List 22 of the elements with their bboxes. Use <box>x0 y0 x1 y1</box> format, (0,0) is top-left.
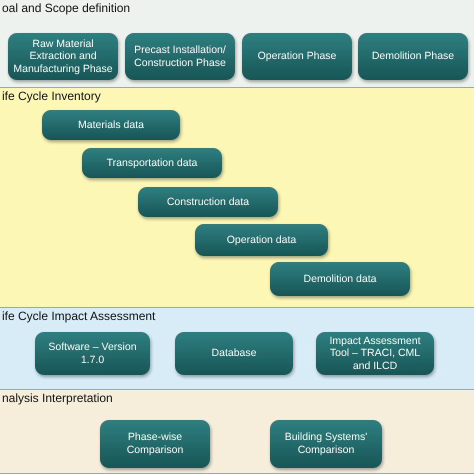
process-box: Operation Phase <box>242 33 352 80</box>
section-band <box>0 88 474 308</box>
process-box: Phase-wise Comparison <box>100 420 210 468</box>
section-band <box>0 308 474 390</box>
section-heading: ife Cycle Impact Assessment <box>2 309 156 323</box>
process-box: Construction data <box>138 187 278 217</box>
process-box: Raw Material Extraction and Manufacturing Phase <box>8 33 118 80</box>
section-heading: oal and Scope definition <box>2 1 130 15</box>
process-box: Demolition Phase <box>358 33 468 80</box>
process-box: Building Systems' Comparison <box>270 420 382 468</box>
process-box: Impact Assessment Tool – TRACI, CML and ILCD <box>316 332 434 375</box>
process-box: Materials data <box>42 110 180 140</box>
process-box: Precast Installation/ Construction Phase <box>125 33 235 80</box>
section-band <box>0 0 474 88</box>
process-box: Database <box>175 332 293 375</box>
process-box: Transportation data <box>82 148 222 178</box>
process-box: Operation data <box>195 224 328 256</box>
process-box: Demolition data <box>270 262 410 296</box>
section-heading: nalysis Interpretation <box>2 391 113 405</box>
section-heading: ife Cycle Inventory <box>2 89 101 103</box>
section-band <box>0 390 474 474</box>
process-box: Software – Version 1.7.0 <box>35 332 150 375</box>
